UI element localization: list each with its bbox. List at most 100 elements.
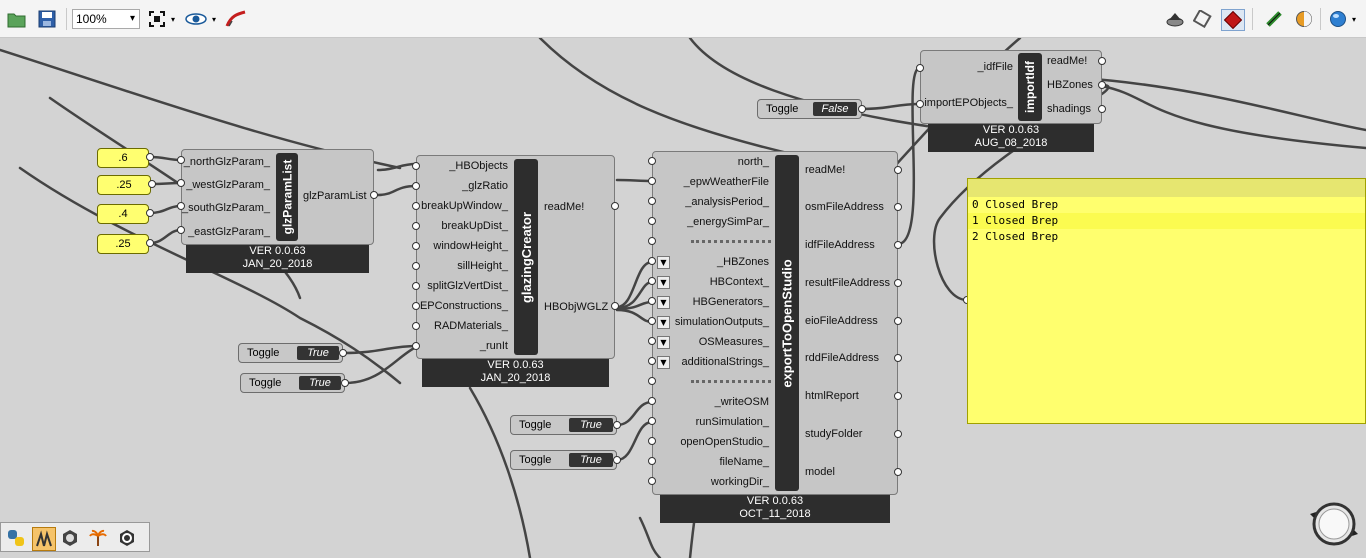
port[interactable] xyxy=(613,456,621,464)
number-panel[interactable]: .25 xyxy=(97,175,151,195)
tool-icon[interactable] xyxy=(59,527,81,549)
output-label: htmlReport xyxy=(805,390,859,402)
port[interactable] xyxy=(648,457,656,465)
boolean-toggle[interactable]: Toggle True xyxy=(510,415,617,435)
port[interactable] xyxy=(412,302,420,310)
python-icon[interactable] xyxy=(5,527,27,549)
boolean-toggle[interactable]: Toggle True xyxy=(240,373,345,393)
port[interactable] xyxy=(648,357,656,365)
eye-icon[interactable] xyxy=(185,9,207,29)
glzParamList-component[interactable]: _northGlzParam_ _westGlzParam_ _southGlz… xyxy=(181,149,374,245)
port[interactable] xyxy=(894,392,902,400)
grasshopper-canvas[interactable]: .6 .25 .4 .25 _northGlzParam_ _westGlzPa… xyxy=(0,38,1366,558)
settings-icon[interactable] xyxy=(116,527,138,549)
port[interactable] xyxy=(177,202,185,210)
port[interactable] xyxy=(894,166,902,174)
port[interactable] xyxy=(894,354,902,362)
port[interactable] xyxy=(1098,81,1106,89)
port[interactable] xyxy=(1098,105,1106,113)
port[interactable] xyxy=(894,468,902,476)
boolean-toggle[interactable]: Toggle True xyxy=(238,343,343,363)
render-icon[interactable] xyxy=(1327,9,1349,29)
glazingCreator-component[interactable]: _HBObjects _glzRatio breakUpWindow_ brea… xyxy=(416,155,615,359)
zoom-select[interactable]: 100%▾ xyxy=(72,9,140,29)
port[interactable] xyxy=(412,202,420,210)
sketch-icon[interactable] xyxy=(225,9,247,29)
port[interactable] xyxy=(412,162,420,170)
port[interactable] xyxy=(412,342,420,350)
port[interactable] xyxy=(648,217,656,225)
port[interactable] xyxy=(177,156,185,164)
material-icon[interactable] xyxy=(1293,9,1315,29)
boolean-toggle[interactable]: Toggle False xyxy=(757,99,862,119)
port[interactable] xyxy=(611,202,619,210)
port[interactable] xyxy=(370,191,378,199)
toggle-value[interactable]: True xyxy=(299,376,341,390)
port[interactable] xyxy=(894,430,902,438)
port[interactable] xyxy=(648,377,656,385)
port[interactable] xyxy=(177,179,185,187)
number-panel[interactable]: .4 xyxy=(97,204,149,224)
number-panel[interactable]: .25 xyxy=(97,234,149,254)
port[interactable] xyxy=(339,349,347,357)
chevron-down-icon[interactable]: ▾ xyxy=(211,14,216,24)
exportToOpenStudio-component[interactable]: north_ _epwWeatherFile _analysisPeriod_ … xyxy=(652,151,898,495)
port[interactable] xyxy=(613,421,621,429)
preview-shaded-icon[interactable] xyxy=(1192,9,1214,29)
port[interactable] xyxy=(648,277,656,285)
port[interactable] xyxy=(146,153,154,161)
navigation-widget-icon[interactable] xyxy=(1306,496,1362,552)
port[interactable] xyxy=(648,237,656,245)
toggle-value[interactable]: True xyxy=(569,418,613,432)
port[interactable] xyxy=(146,239,154,247)
port[interactable] xyxy=(858,105,866,113)
chevron-down-icon[interactable]: ▾ xyxy=(170,14,175,24)
port[interactable] xyxy=(648,317,656,325)
port[interactable] xyxy=(412,242,420,250)
port[interactable] xyxy=(894,317,902,325)
port[interactable] xyxy=(894,203,902,211)
port[interactable] xyxy=(146,209,154,217)
preview-selected-icon[interactable] xyxy=(1221,9,1245,31)
ladybug-icon[interactable] xyxy=(87,527,109,549)
port[interactable] xyxy=(341,379,349,387)
honeybee-icon[interactable] xyxy=(32,527,56,551)
open-icon[interactable] xyxy=(6,9,28,29)
toggle-value[interactable]: False xyxy=(813,102,857,116)
port[interactable] xyxy=(916,64,924,72)
importIdf-component[interactable]: _idfFile importEPObjects_ importIdf read… xyxy=(920,50,1102,124)
toggle-value[interactable]: True xyxy=(297,346,339,360)
port[interactable] xyxy=(648,297,656,305)
port[interactable] xyxy=(412,182,420,190)
port[interactable] xyxy=(412,262,420,270)
port[interactable] xyxy=(611,302,619,310)
port[interactable] xyxy=(648,477,656,485)
port[interactable] xyxy=(648,177,656,185)
port[interactable] xyxy=(648,397,656,405)
bake-icon[interactable] xyxy=(1264,9,1286,29)
boolean-toggle[interactable]: Toggle True xyxy=(510,450,617,470)
port[interactable] xyxy=(648,197,656,205)
text-panel[interactable]: 0 Closed Brep 1 Closed Brep 2 Closed Bre… xyxy=(967,178,1366,424)
port[interactable] xyxy=(648,437,656,445)
port[interactable] xyxy=(412,222,420,230)
port[interactable] xyxy=(1098,57,1106,65)
port[interactable] xyxy=(894,279,902,287)
port[interactable] xyxy=(894,241,902,249)
port[interactable] xyxy=(412,282,420,290)
chevron-down-icon[interactable]: ▾ xyxy=(1351,14,1356,24)
port[interactable] xyxy=(148,180,156,188)
port[interactable] xyxy=(916,100,924,108)
number-panel[interactable]: .6 xyxy=(97,148,149,168)
port[interactable] xyxy=(648,257,656,265)
port[interactable] xyxy=(412,322,420,330)
port[interactable] xyxy=(648,337,656,345)
port[interactable] xyxy=(648,157,656,165)
preview-wire-icon[interactable] xyxy=(1164,9,1186,29)
save-icon[interactable] xyxy=(36,9,58,29)
port[interactable] xyxy=(177,226,185,234)
toggle-value[interactable]: True xyxy=(569,453,613,467)
zoom-extents-icon[interactable] xyxy=(146,9,168,29)
port[interactable] xyxy=(648,417,656,425)
input-label: north_ xyxy=(737,156,769,168)
